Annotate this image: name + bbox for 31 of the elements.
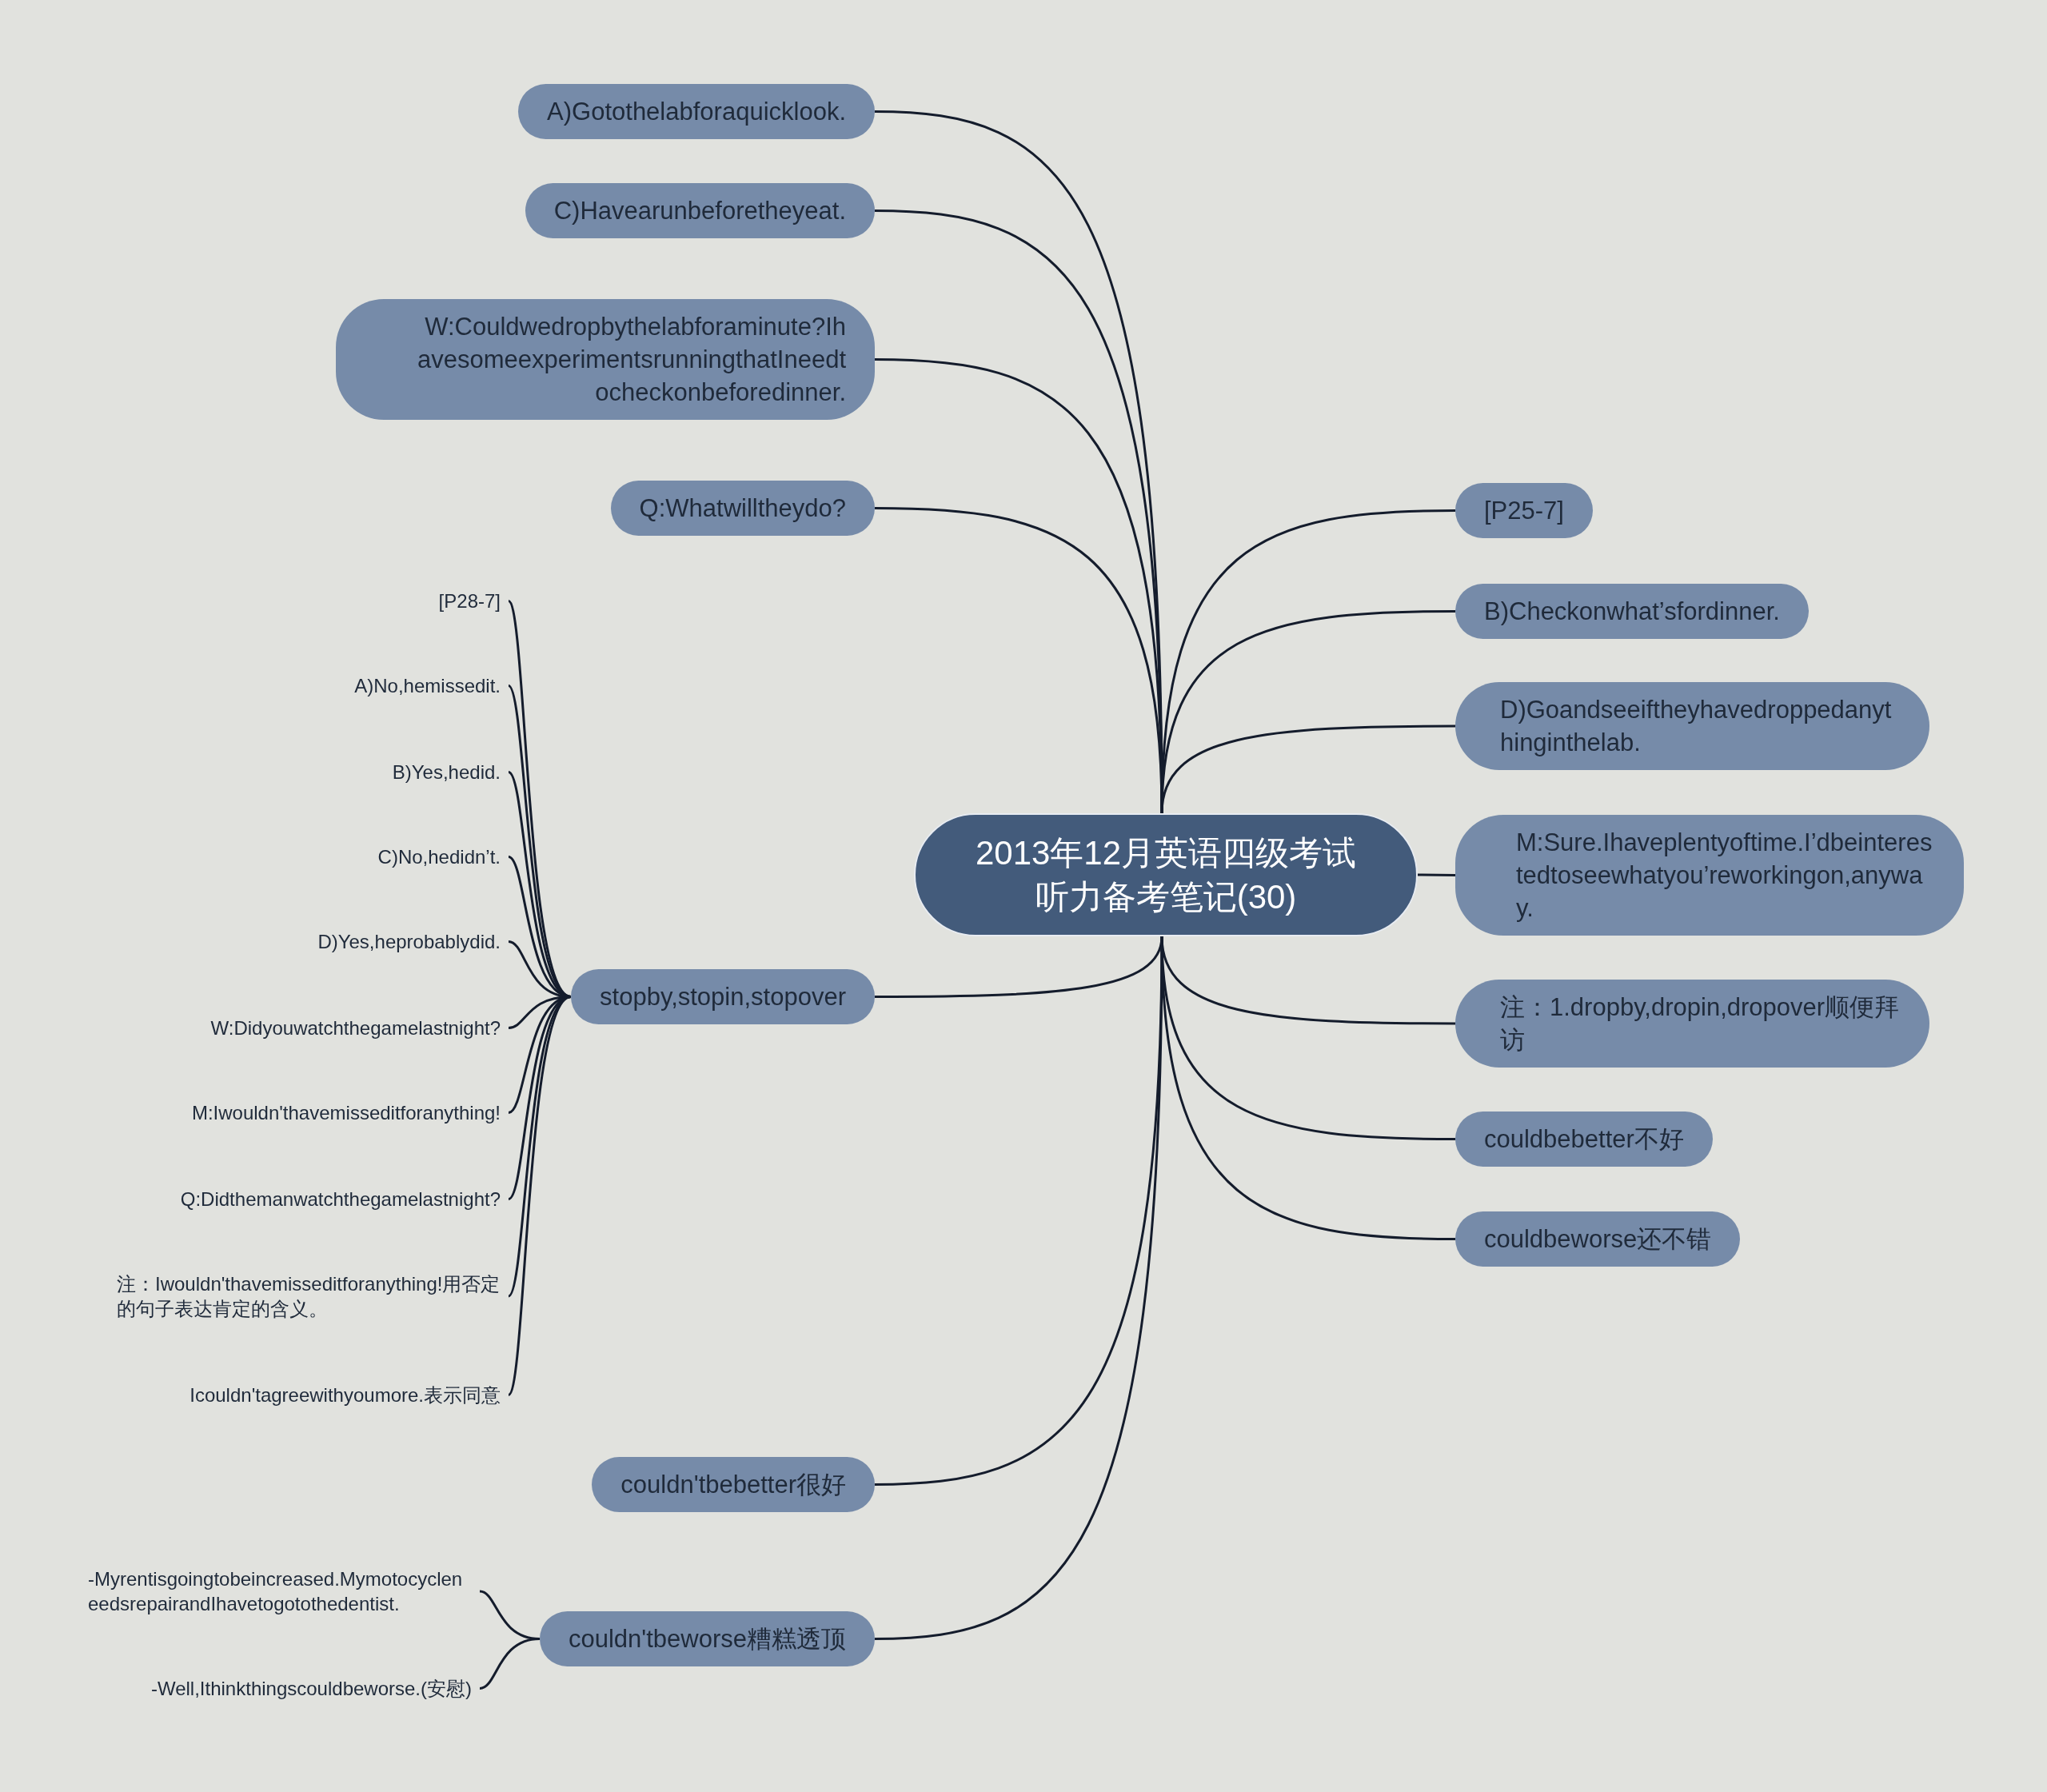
topic-box: couldn'tbeworse糟糕透顶 (539, 1610, 875, 1666)
topic-box: stopby,stopin,stopover (571, 968, 875, 1024)
connector-line (1160, 724, 1455, 814)
topic-box: couldn'tbebetter很好 (592, 1456, 875, 1512)
connector-line (1418, 873, 1455, 876)
topic-box: 注：1.dropby,dropin,dropover顺便拜访 (1455, 980, 1929, 1068)
central-topic-box: 2013年12月英语四级考试听力备考笔记(30) (914, 813, 1418, 936)
topic-box: [P25-7] (1455, 482, 1593, 538)
topic-box: D)Goandseeiftheyhavedroppedanythinginthelab. (1455, 682, 1929, 770)
connector-line (507, 996, 572, 1396)
topic-box: couldbeworse还不错 (1455, 1211, 1741, 1267)
note-text: -Myrentisgoingtobeincreased.MymotocycleneedsrepairandIhavetogotothedentist. (80, 1565, 480, 1618)
note-text: Icouldn'tagreewithyoumore.表示同意 (182, 1380, 509, 1409)
topic-box: Q:Whatwilltheydo? (610, 480, 875, 536)
note-text: B)Yes,hedid. (384, 757, 509, 786)
note-text: W:Didyouwatchthegamelastnight? (202, 1013, 509, 1042)
topic-box: couldbebetter不好 (1455, 1111, 1713, 1167)
topic-box: A)Gotothelabforaquicklook. (518, 83, 875, 139)
note-text: D)Yes,heprobablydid. (309, 927, 509, 956)
topic-box: C)Havearunbeforetheyeat. (525, 182, 875, 238)
note-text: -Well,Ithinkthingscouldbeworse.(安慰) (142, 1674, 480, 1702)
connector-line (479, 1638, 541, 1690)
note-text: C)No,hedidn’t. (369, 842, 509, 871)
note-text: A)No,hemissedit. (346, 671, 509, 700)
note-text: 注：Iwouldn'thavemisseditforanything!用否定的句子表达肯定的含义。 (109, 1270, 509, 1323)
note-text: Q:Didthemanwatchthegamelastnight? (172, 1184, 509, 1213)
note-text: M:Iwouldn'thavemisseditforanything! (183, 1098, 509, 1127)
topic-box: B)Checkonwhat’sfordinner. (1455, 583, 1809, 639)
topic-box: W:Couldwedropbythelabforaminute?IhavesomeexperimentsrunningthatIneedtocheckonbeforedinner. (336, 298, 875, 420)
topic-box: M:Sure.Ihaveplentyoftime.I’dbeinterestedtoseewhatyou’reworkingon,anyway. (1455, 814, 1964, 936)
note-text: [P28-7] (430, 586, 509, 615)
